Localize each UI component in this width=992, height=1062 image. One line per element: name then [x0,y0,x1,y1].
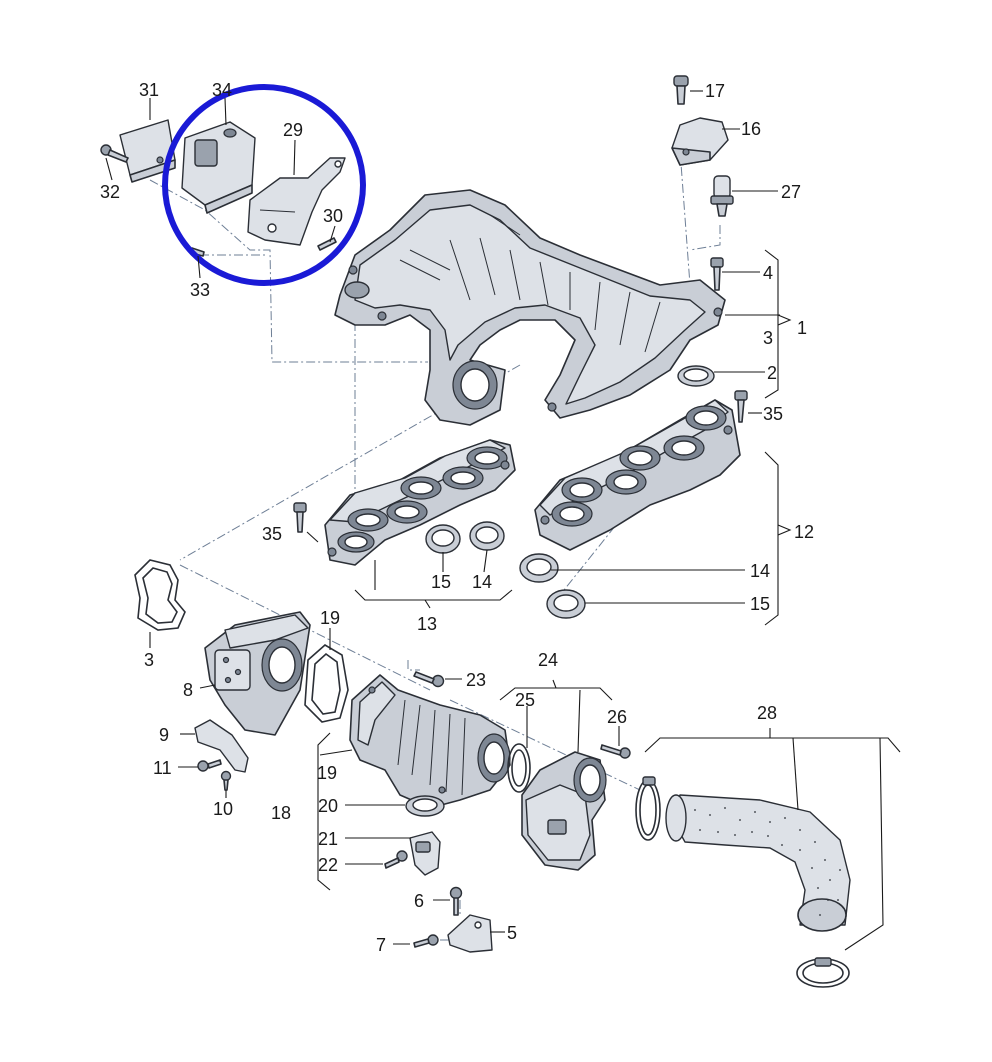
bracket-29 [247,157,346,246]
gasket-3 [134,559,186,631]
bolt-30 [317,237,337,251]
bracket-5 [447,914,493,953]
label-16: 16 [741,119,761,139]
label-28: 28 [757,703,777,723]
label-1: 1 [797,318,807,338]
control-module-34 [181,121,256,214]
seal-ring-20 [405,795,445,817]
lower-manifold-13 [324,439,516,566]
intake-manifold-1 [334,189,726,426]
seal-ring-14-right [519,553,559,583]
hose-clamp-lower [796,957,850,988]
label-14-right: 14 [750,561,770,581]
sensor-27 [710,175,734,217]
bolt-6 [449,886,463,916]
hose-clamp-upper [635,776,661,841]
label-20: 20 [318,796,338,816]
gasket-19 [304,644,349,723]
label-7: 7 [376,935,386,955]
label-10: 10 [213,799,233,819]
throttle-body-24 [521,751,607,871]
label-22: 22 [318,855,338,875]
label-13: 13 [417,614,437,634]
label-30: 30 [323,206,343,226]
bracket-plate-31 [119,119,176,183]
label-32: 32 [100,182,120,202]
intake-pipe-18 [349,674,511,809]
label-25: 25 [515,690,535,710]
label-14-left: 14 [472,572,492,592]
label-4: 4 [763,263,773,283]
label-5: 5 [507,923,517,943]
bolt-22 [384,850,408,869]
label-26: 26 [607,707,627,727]
label-6: 6 [414,891,424,911]
bolt-17 [673,75,689,105]
lower-manifold-12 [534,399,741,551]
bolt-7 [413,934,439,948]
bolt-35-left [293,502,307,533]
bolt-11 [197,759,222,772]
highlight-circle [162,84,366,286]
hose-28 [665,794,851,932]
label-3-upper: 3 [763,328,773,348]
bolt-4 [710,257,724,291]
label-19-lower: 19 [317,763,337,783]
label-21: 21 [318,829,338,849]
label-2: 2 [767,363,777,383]
bracket-9 [194,719,249,773]
label-15-right: 15 [750,594,770,614]
label-3-lower: 3 [144,650,154,670]
label-35-right: 35 [763,404,783,424]
bolt-26 [600,744,631,759]
label-31: 31 [139,80,159,100]
seal-ring-25 [507,743,531,793]
label-19-upper: 19 [320,608,340,628]
label-9: 9 [159,725,169,745]
leader-lines [105,90,901,951]
bolt-35-right [734,390,748,423]
throttle-housing-8 [204,611,311,736]
seal-ring-14-left [469,521,505,551]
label-33: 33 [190,280,210,300]
label-27: 27 [781,182,801,202]
callout-labels: 31 34 29 32 30 33 17 16 27 4 3 1 2 35 12… [100,80,814,955]
label-34: 34 [212,80,232,100]
label-8: 8 [183,680,193,700]
sensor-21 [409,831,441,876]
label-12: 12 [794,522,814,542]
bolt-23 [413,671,445,688]
clip-16 [671,117,729,166]
seal-ring-15-right [546,589,586,619]
label-24: 24 [538,650,558,670]
label-35-left: 35 [262,524,282,544]
bolt-32 [100,144,129,163]
label-23: 23 [466,670,486,690]
label-17: 17 [705,81,725,101]
seal-ring-15-left [425,524,461,554]
label-29: 29 [283,120,303,140]
label-15-left: 15 [431,572,451,592]
seal-ring-2 [677,365,715,387]
label-18: 18 [271,803,291,823]
bolt-10 [220,770,232,791]
label-11: 11 [153,758,172,778]
